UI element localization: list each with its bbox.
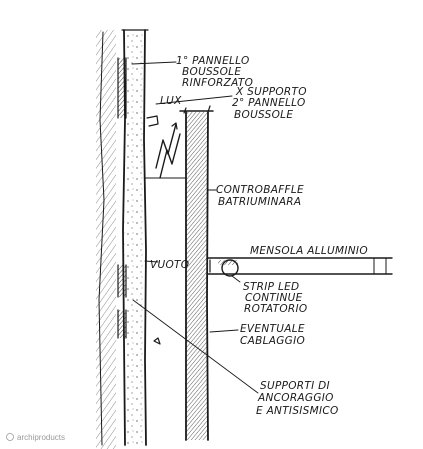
label-vuoto: VUOTO xyxy=(150,259,189,271)
label-panel1-line3: RINFORZATO xyxy=(182,77,253,89)
label-counter-line1: CONTROBAFFLE xyxy=(216,184,304,196)
anchor-detail xyxy=(153,337,161,345)
link-bracket xyxy=(146,115,159,127)
label-support-line1: X SUPPORTO xyxy=(235,86,307,98)
label-anchor-line3: E ANTISISMICO xyxy=(256,405,339,417)
reinforcement-strips xyxy=(117,57,127,339)
aluminum-bracket xyxy=(207,257,393,275)
label-support-line3: BOUSSOLE xyxy=(234,109,293,121)
label-counter-line2: BATRIUMINARA xyxy=(218,196,301,208)
label-anchor-line2: ANCORAGGIO xyxy=(257,392,334,404)
label-anchor-line1: SUPPORTI DI xyxy=(260,380,330,392)
existing-wall xyxy=(96,30,116,449)
second-panel xyxy=(179,105,214,441)
label-cable-line1: EVENTUALE xyxy=(240,323,305,335)
watermark: archiproducts xyxy=(6,433,65,442)
led-strip-profile xyxy=(218,259,239,277)
annotation-labels: 1° PANNELLO BOUSSOLE RINFORZATO X SUPPOR… xyxy=(150,55,368,417)
label-strip-line3: ROTATORIO xyxy=(244,303,307,315)
label-cable-line2: CABLAGGIO xyxy=(240,335,305,347)
label-support-line2: 2° PANNELLO xyxy=(232,97,306,109)
label-lux: LUX xyxy=(160,95,182,107)
label-strip-line1: STRIP LED xyxy=(243,281,299,293)
label-bracket: MENSOLA ALLUMINIO xyxy=(250,245,368,257)
watermark-text: archiproducts xyxy=(17,433,65,442)
label-panel1-line1: 1° PANNELLO xyxy=(176,55,250,67)
leader-lines xyxy=(131,61,259,394)
lightning-icon xyxy=(155,122,181,179)
label-strip-line2: CONTINUE xyxy=(245,292,303,304)
label-panel1-line2: BOUSSOLE xyxy=(182,66,241,78)
